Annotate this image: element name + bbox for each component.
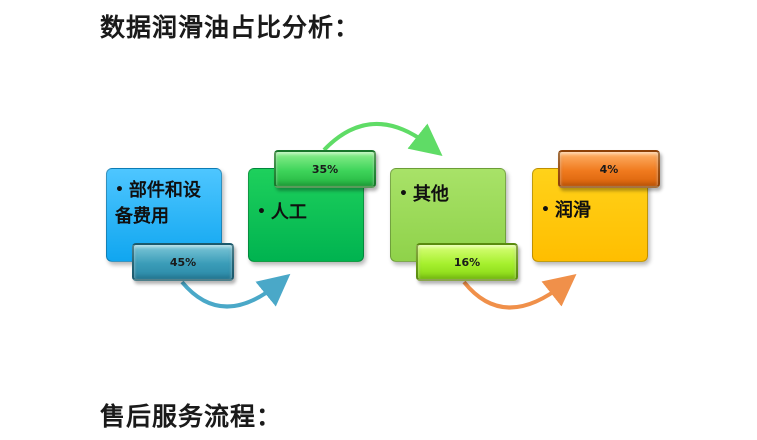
- arrow-labor-to-other: [322, 122, 443, 156]
- percent-tab-other: 16%: [416, 243, 518, 281]
- section-title: 售后服务流程：: [100, 402, 283, 431]
- percent-tab-lubrication: 4%: [558, 150, 660, 188]
- card-label: 部件和设备费用: [115, 177, 211, 230]
- card-label: 其他: [399, 181, 495, 208]
- percent-tab-labor: 35%: [274, 150, 376, 188]
- arrow-parts-to-labor: [180, 273, 291, 309]
- percent-tab-parts: 45%: [132, 243, 234, 281]
- card-label: 人工: [257, 199, 353, 226]
- page-title: 数据润滑油占比分析：: [100, 13, 361, 42]
- arrow-other-to-lube: [462, 274, 577, 310]
- card-label: 润滑: [541, 197, 637, 224]
